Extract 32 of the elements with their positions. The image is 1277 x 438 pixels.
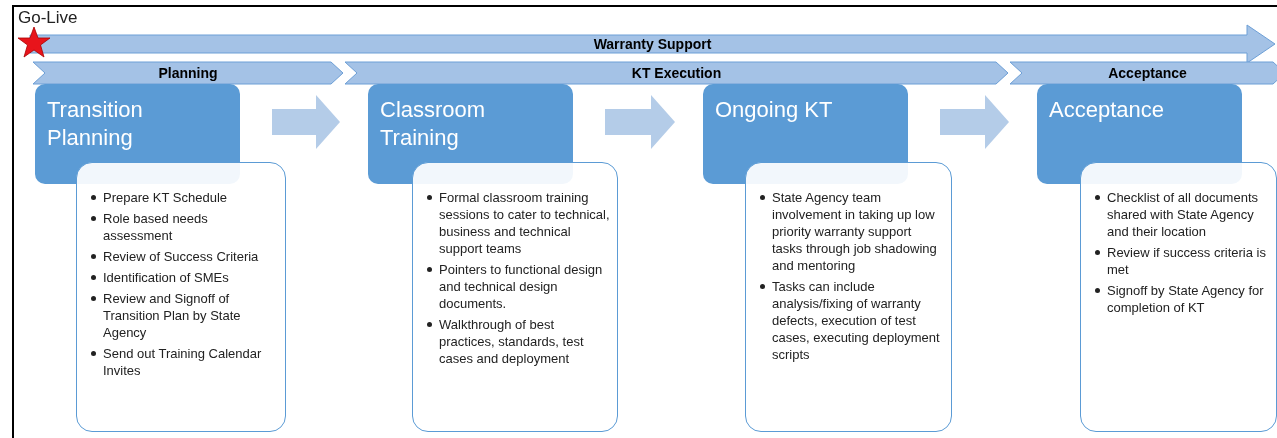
block-arrow bbox=[940, 95, 1009, 149]
bullet-item: Formal classroom training sessions to cater to technical, business and technical support teams bbox=[439, 190, 610, 256]
stage-title: Classroom Training bbox=[380, 96, 487, 152]
block-arrow bbox=[605, 95, 675, 149]
bullet-item: Pointers to functional design and technical design documents. bbox=[439, 262, 603, 311]
bullet-item: Review if success criteria is met bbox=[1107, 245, 1266, 277]
phase-label: Planning bbox=[158, 65, 218, 81]
bullet-item: State Agency team involvement in taking up low priority warranty support tasks through job shadowing and mentoring bbox=[772, 190, 937, 273]
phase-label: Warranty Support bbox=[593, 36, 712, 52]
bullet-item: Role based needs assessment bbox=[103, 211, 208, 243]
activity-list-box bbox=[745, 162, 952, 432]
stage-title: Acceptance bbox=[1049, 96, 1164, 124]
block-arrow bbox=[272, 95, 340, 149]
bullet-item: Signoff by State Agency for completion of KT bbox=[1107, 283, 1264, 315]
activity-list-box bbox=[412, 162, 618, 432]
milestone-label: Go-Live bbox=[18, 8, 78, 28]
stage-title: Ongoing KT bbox=[715, 96, 833, 124]
phase-banner bbox=[1009, 61, 1277, 85]
bullet-item: Review of Success Criteria bbox=[103, 249, 259, 264]
stage-title: Transition Planning bbox=[47, 96, 144, 152]
activity-list-box bbox=[76, 162, 286, 432]
bullet-item: Prepare KT Schedule bbox=[103, 190, 228, 205]
phase-label: Acceptance bbox=[1108, 65, 1187, 81]
bullet-item: Send out Training Calendar Invites bbox=[103, 346, 262, 378]
bullet-item: Checklist of all documents shared with State Agency and their location bbox=[1107, 190, 1258, 239]
activity-list-box bbox=[1080, 162, 1277, 432]
bullet-item: Review and Signoff of Transition Plan by State Agency bbox=[103, 291, 241, 340]
phase-banner bbox=[32, 61, 344, 85]
bullet-item: Tasks can include analysis/fixing of warranty defects, execution of test cases, executing deployment scripts bbox=[772, 279, 940, 362]
bullet-item: Walkthrough of best practices, standards, test cases and deployment bbox=[439, 317, 584, 366]
bullet-item: Identification of SMEs bbox=[103, 270, 229, 285]
phase-label: KT Execution bbox=[631, 65, 722, 81]
